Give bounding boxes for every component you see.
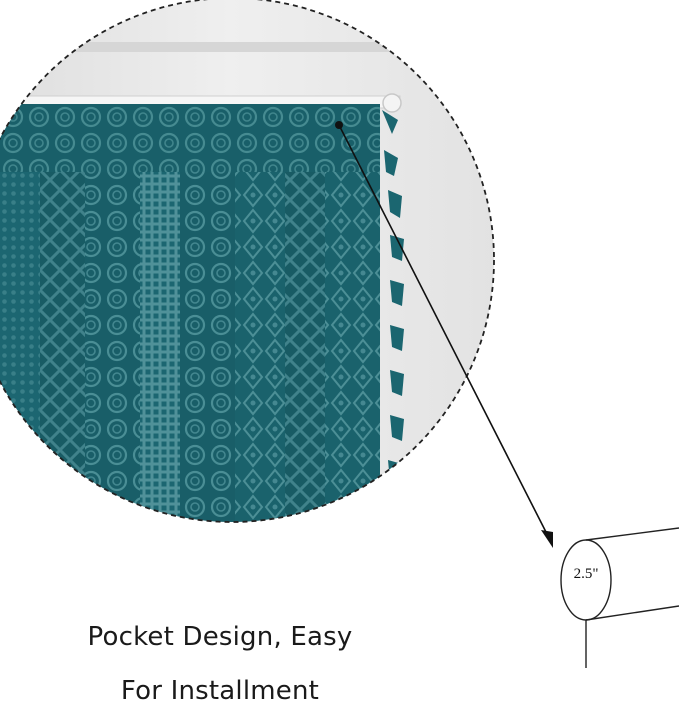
arrow-icon [335, 121, 553, 548]
cylinder-icon [560, 527, 679, 668]
caption-line-1: Pocket Design, Easy [87, 622, 353, 652]
curtain-photo [0, 0, 494, 522]
rod-diameter-label: 2.5" [573, 566, 599, 582]
dashed-circle-icon [0, 0, 495, 523]
caption-line-2: For Installment [120, 676, 320, 706]
